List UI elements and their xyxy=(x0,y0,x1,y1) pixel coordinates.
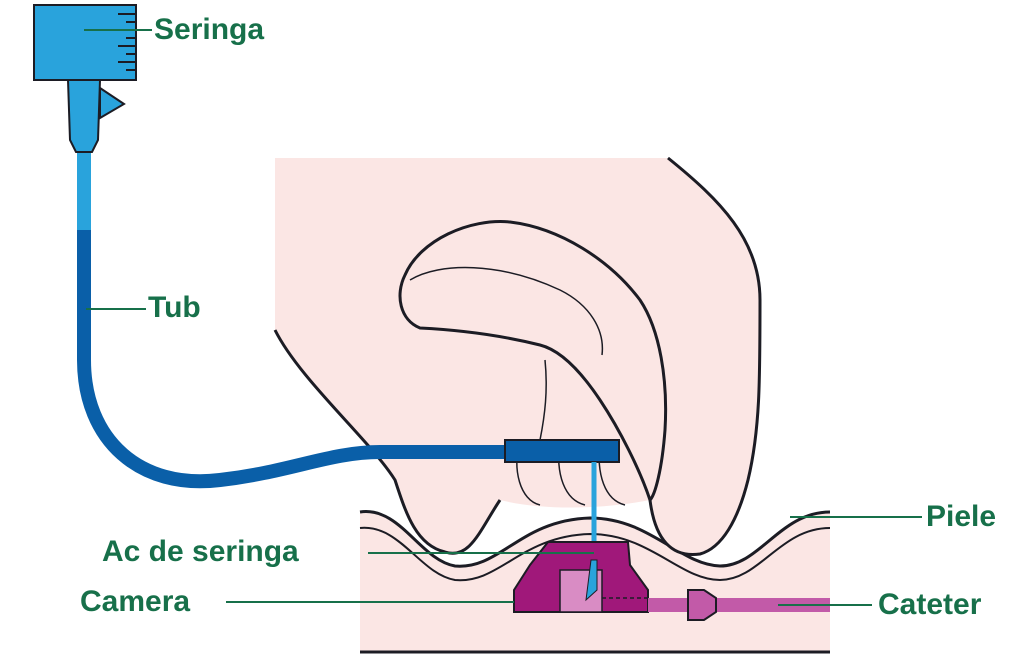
port-chamber-icon xyxy=(513,541,649,613)
hand-illustration xyxy=(273,156,762,557)
label-tube: Tub xyxy=(148,291,201,324)
label-catheter: Cateter xyxy=(878,588,982,621)
tube xyxy=(77,150,505,489)
skin-surface-line xyxy=(359,510,831,568)
catheter-connector xyxy=(687,589,717,621)
label-needle: Ac de seringa xyxy=(102,535,299,568)
label-chamber: Camera xyxy=(80,585,191,618)
leader-lines xyxy=(84,29,922,606)
skin-inner-line xyxy=(359,526,831,582)
label-skin: Piele xyxy=(926,500,997,533)
syringe-icon xyxy=(33,4,505,489)
syringe-barrel xyxy=(33,4,137,81)
tube-upper-segment xyxy=(77,150,91,230)
label-syringe: Seringa xyxy=(154,13,265,46)
thumbnail xyxy=(409,266,604,356)
syringe-side-port xyxy=(99,86,126,120)
hand-back-fill xyxy=(275,158,760,555)
thumb-outline xyxy=(398,220,668,503)
syringe-hub xyxy=(66,79,102,153)
hand-outline-right xyxy=(648,156,762,557)
needle-handle xyxy=(504,439,620,463)
needle-tip xyxy=(585,559,598,602)
catheter-connector-icon xyxy=(648,589,830,621)
finger-crease xyxy=(539,359,547,441)
hand-outline-left xyxy=(273,329,502,555)
